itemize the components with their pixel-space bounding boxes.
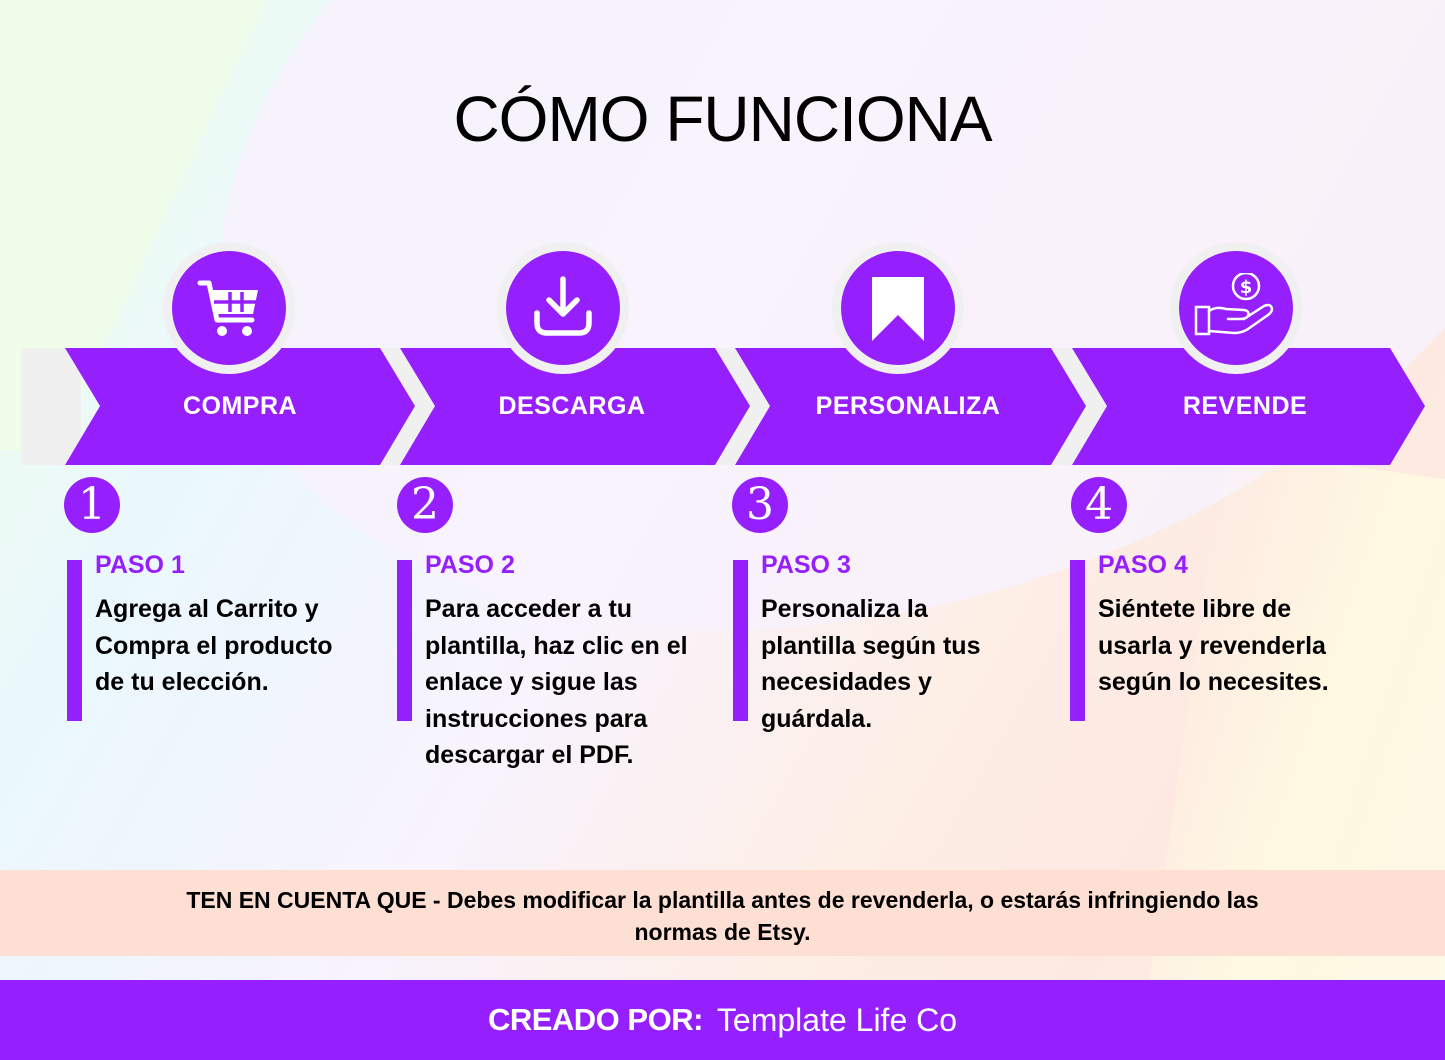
step-icon-ring xyxy=(497,242,629,374)
description-line: descargar el PDF. xyxy=(425,741,634,769)
footer-creator: Template Life Co xyxy=(716,1001,958,1038)
chevron-compra xyxy=(65,348,415,465)
step-heading-1: PASO 1 xyxy=(95,551,185,579)
description-line: enlace y sigue las xyxy=(425,668,638,696)
description-line: guárdala. xyxy=(761,704,873,733)
step-icon-badge xyxy=(506,251,620,365)
step-description-4: Siéntete libre de usarla y revenderla se… xyxy=(1098,591,1329,701)
step-number-1: 1 xyxy=(64,477,120,533)
step-heading-4: PASO 4 xyxy=(1098,551,1188,579)
step-icon-badge xyxy=(172,251,286,365)
step-label-revende: REVENDE xyxy=(1182,392,1308,420)
notice-banner: TEN EN CUENTA QUE - Debes modificar la p… xyxy=(0,870,1445,956)
hand-money-icon: $ xyxy=(1194,273,1274,336)
description-line: plantilla según tus xyxy=(761,631,981,660)
timeline-start-strip xyxy=(21,348,81,465)
step-description-1: Agrega al Carrito y Compra el producto d… xyxy=(95,591,333,701)
step-accent-bar xyxy=(67,560,82,721)
step-accent-bar xyxy=(397,560,412,721)
download-icon xyxy=(534,276,592,336)
chevron-descarga xyxy=(400,348,750,465)
step-number-2: 2 xyxy=(397,477,453,533)
step-label-compra: COMPRA xyxy=(182,392,298,420)
footer-label: CREADO POR: xyxy=(487,1002,703,1037)
notice-line-2: normas de Etsy. xyxy=(634,919,811,945)
description-line: usarla y revenderla xyxy=(1098,631,1326,660)
notice-separator: - xyxy=(426,887,447,913)
step-heading-2: PASO 2 xyxy=(425,551,515,579)
description-line: instrucciones para xyxy=(425,704,648,733)
svg-text:$: $ xyxy=(1240,277,1253,298)
step-icon-badge xyxy=(841,251,955,365)
description-line: Agrega al Carrito y xyxy=(95,595,319,623)
description-line: Para acceder a tu xyxy=(425,595,633,623)
notice-line-1: TEN EN CUENTA QUE - Debes modificar la p… xyxy=(0,884,1445,916)
step-accent-bar xyxy=(733,560,748,721)
description-line: plantilla, haz clic en el xyxy=(425,631,688,660)
description-line: Personaliza la xyxy=(761,595,928,623)
step-number-4: 4 xyxy=(1071,477,1127,533)
description-line: necesidades y xyxy=(761,668,932,696)
step-icon-ring xyxy=(163,242,295,374)
step-icon-ring: $ xyxy=(1170,242,1302,374)
description-line: Compra el producto xyxy=(95,631,333,660)
step-icon-ring xyxy=(832,242,964,374)
notice-text: Debes modificar la plantilla antes de re… xyxy=(447,887,1259,913)
chevron-revende xyxy=(1072,348,1425,465)
step-description-3: Personaliza la plantilla según tus neces… xyxy=(761,591,980,737)
step-heading-3: PASO 3 xyxy=(761,551,851,579)
step-number-3: 3 xyxy=(732,477,788,533)
step-icon-badge: $ xyxy=(1179,251,1293,365)
chevron-personaliza xyxy=(735,348,1086,465)
description-line: según lo necesites. xyxy=(1098,668,1329,696)
step-description-2: Para acceder a tu plantilla, haz clic en… xyxy=(425,591,688,774)
description-line: Siéntete libre de xyxy=(1098,595,1292,623)
page-title: CÓMO FUNCIONA xyxy=(453,83,992,155)
step-label-personaliza: PERSONALIZA xyxy=(815,392,1001,420)
bookmark-icon xyxy=(872,277,924,341)
shopping-cart-icon xyxy=(197,280,258,336)
step-accent-bar xyxy=(1070,560,1085,721)
footer-banner: CREADO POR: Template Life Co xyxy=(0,980,1445,1060)
description-line: de tu elección. xyxy=(95,668,269,696)
notice-lead: TEN EN CUENTA QUE xyxy=(186,887,427,913)
step-label-descarga: DESCARGA xyxy=(498,392,646,420)
